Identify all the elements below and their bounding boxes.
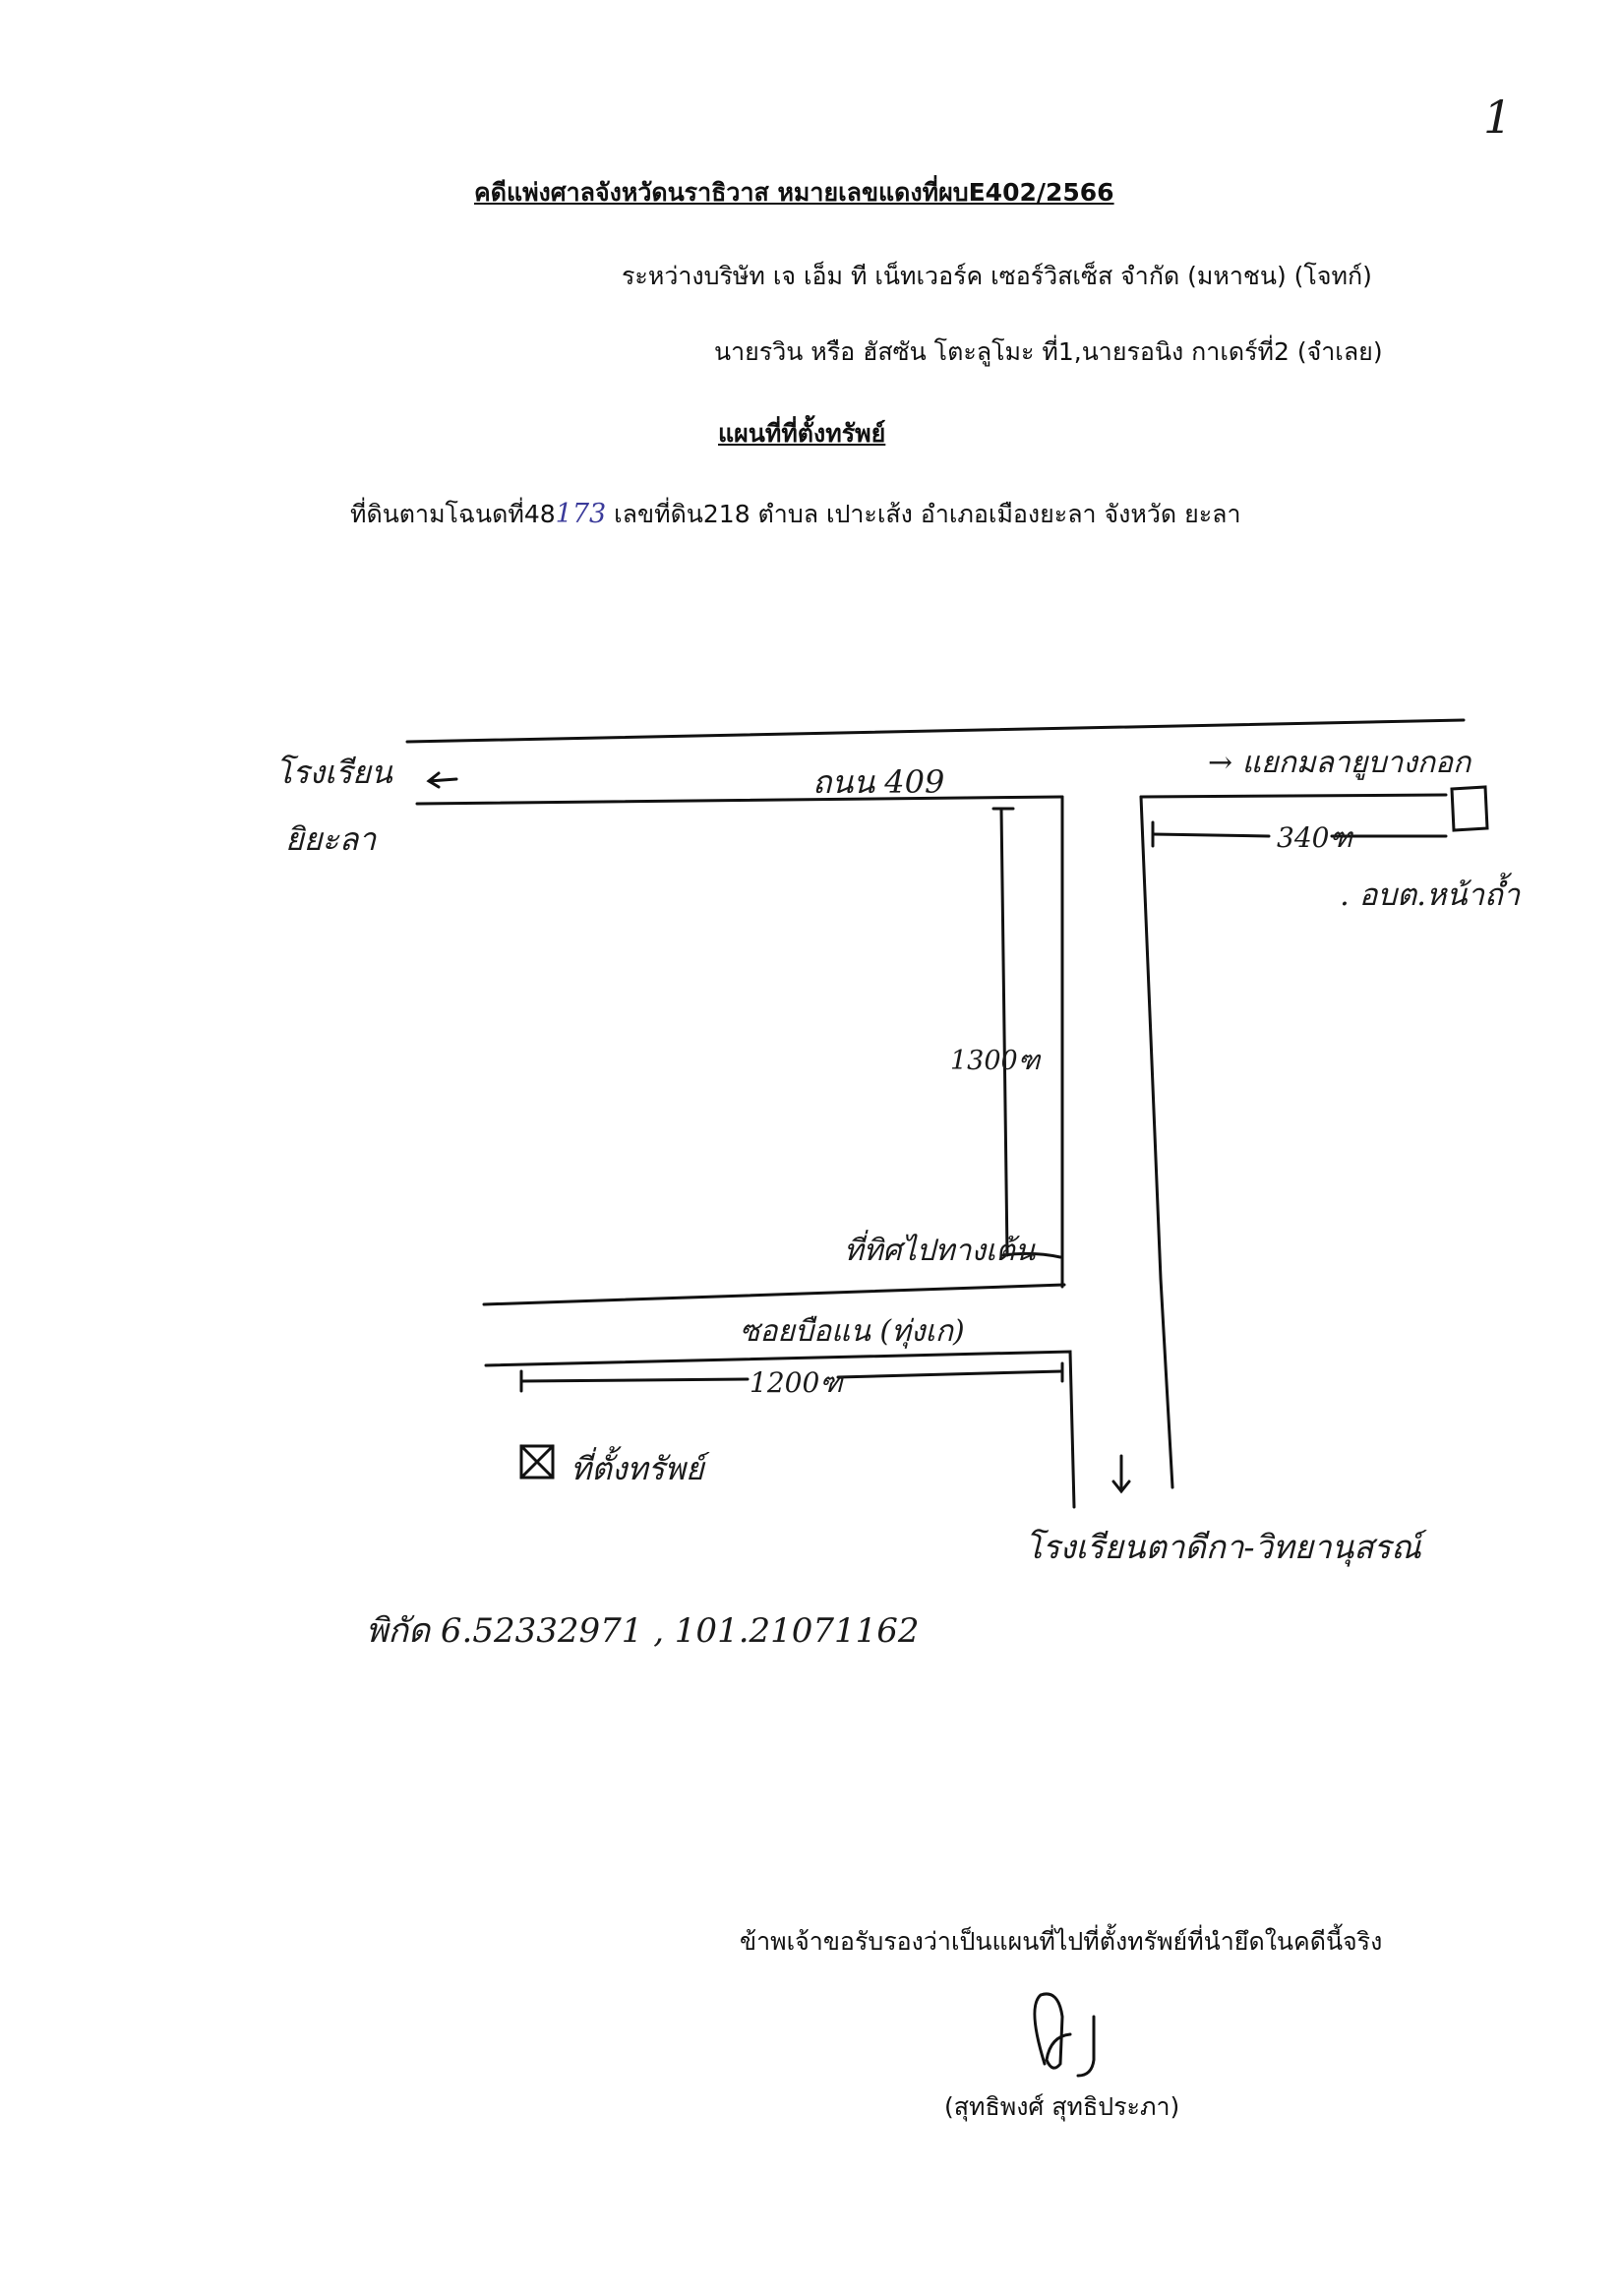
land-line-part-b: เลขที่ดิน218 ตำบล เปาะเส้ง อำเภอเมืองยะล… (606, 500, 1241, 528)
case-title: คดีแพ่งศาลจังหวัดนราธิวาส หมายเลขแดงที่ผ… (474, 178, 1114, 207)
school-left-label-1: โรงเรียน (275, 754, 392, 791)
arrow-down (1111, 1454, 1131, 1494)
school-bottom-label: โรงเรียนตาดีกา-วิทยานุสรณ์ (1025, 1528, 1421, 1566)
land-line-handwritten: 173 (555, 499, 607, 529)
signer-name: (สุทธิพงศ์ สุทธิประภา) (944, 2092, 1180, 2121)
school-left-label-2: ยิยะลา (285, 820, 377, 858)
soi-bottom-edge (484, 1350, 1076, 1509)
dim-340-line-left (1151, 832, 1271, 838)
vertical-road-right-edge (1139, 795, 1174, 1489)
soi-label: ซอยบือแน (ทุ่งเก) (740, 1314, 965, 1349)
distance-1300-label: 1300ฑ (950, 1046, 1041, 1076)
defendants: นายรวิน หรือ ฮัสซัน โตะลูโมะ ที่1,นายรอน… (714, 337, 1383, 366)
coordinates-label: พิกัด 6.52332971 , 101.21071162 (366, 1611, 920, 1651)
distance-340-label: 340ฑ (1277, 821, 1352, 854)
road-409-label: ถนน 409 (812, 763, 945, 801)
property-marker (519, 1444, 555, 1480)
direction-right-label: → แยกมลายูบางกอก (1208, 746, 1471, 780)
sao-label: . อบต.หน้าถ้ำ (1340, 877, 1521, 913)
dim-1300-line (999, 807, 1009, 1257)
road-409-bottom-edge-right (1139, 793, 1448, 799)
dim-1300-leader (1001, 1251, 1062, 1259)
page-number: 1 (1483, 91, 1513, 144)
distance-1200-label: 1200ฑ (750, 1366, 843, 1399)
dim-1200-line-right (836, 1369, 1064, 1379)
sao-marker-box (1450, 785, 1489, 832)
property-location-label: ที่ตั้งทรัพย์ (570, 1450, 704, 1487)
soi-top-edge (482, 1283, 1066, 1306)
dim-1200-line-left (519, 1377, 750, 1383)
arrow-left (426, 771, 458, 789)
document-title: แผนที่ที่ตั้งทรัพย์ (718, 419, 886, 448)
certification-text: ข้าพเจ้าขอรับรองว่าเป็นแผนที่ไปที่ตั้งทร… (740, 1927, 1383, 1956)
between-plaintiff: ระหว่างบริษัท เจ เอ็ม ที เน็ทเวอร์ค เซอร… (622, 262, 1372, 290)
land-line-part-a: ที่ดินตามโฉนดที่48 (350, 500, 556, 528)
road-409-bottom-edge-left (415, 795, 1064, 806)
landmark-label: ที่ทิศไปทางเต้น (844, 1234, 1036, 1268)
road-409-top-edge (405, 718, 1466, 744)
land-description: ที่ดินตามโฉนดที่48173 เลขที่ดิน218 ตำบล … (350, 495, 1241, 534)
signature (1033, 1992, 1096, 2078)
